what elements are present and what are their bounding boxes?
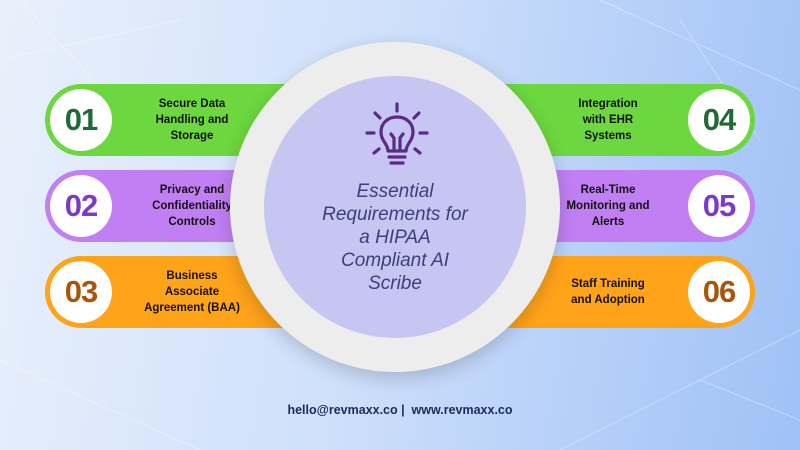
requirement-label-line: Integration <box>578 98 638 110</box>
center-title-line: Essential <box>356 181 434 202</box>
requirement-label-line: Systems <box>584 130 632 142</box>
requirement-label-line: Agreement (BAA) <box>144 302 240 314</box>
requirement-label-line: Handling and <box>155 114 229 126</box>
requirement-label-line: Secure Data <box>158 98 226 110</box>
center-title-line: Compliant AI <box>340 250 450 271</box>
center-title-line: a HIPAA <box>359 227 431 248</box>
center-inner-circle <box>264 76 526 338</box>
requirement-label: Real-Time Monitoring and Alerts <box>553 182 663 230</box>
requirement-label-line: Business <box>166 270 218 282</box>
lightbulb-icon <box>365 102 429 165</box>
footer-separator: | <box>397 403 412 417</box>
requirement-label: Privacy and Confidentiality Controls <box>137 182 247 230</box>
requirement-label: Business Associate Agreement (BAA) <box>137 268 247 316</box>
requirement-label-line: Storage <box>170 130 214 142</box>
requirement-label-line: with EHR <box>582 114 634 126</box>
requirement-label-line: Associate <box>164 286 220 298</box>
requirement-label-line: Staff Training <box>571 278 645 290</box>
center-title-line: Requirements for <box>322 204 468 225</box>
requirement-label-line: and Adoption <box>571 294 645 306</box>
footer-website[interactable]: www.revmaxx.co <box>411 403 513 417</box>
requirement-label-line: Alerts <box>591 216 625 228</box>
requirement-label: Secure Data Handling and Storage <box>137 96 247 144</box>
requirement-label-line: Confidentiality <box>152 200 232 212</box>
requirement-number: 02 <box>50 175 112 237</box>
requirement-label-line: Real-Time <box>580 184 636 196</box>
requirement-label: Integration with EHR Systems <box>553 96 663 144</box>
requirement-number: 06 <box>688 261 750 323</box>
center-title-line: Scribe <box>368 273 422 294</box>
requirement-number: 04 <box>688 89 750 151</box>
requirement-number: 03 <box>50 261 112 323</box>
requirement-number: 01 <box>50 89 112 151</box>
requirement-label: Staff Training and Adoption <box>553 276 663 308</box>
footer-contact: hello@revmaxx.co | www.revmaxx.co <box>0 403 800 417</box>
requirement-label-line: Monitoring and <box>566 200 650 212</box>
requirement-label-line: Privacy and <box>159 184 225 196</box>
footer-email[interactable]: hello@revmaxx.co <box>287 403 398 417</box>
center-title: Essential Requirements for a HIPAA Compl… <box>300 180 490 295</box>
requirement-number: 05 <box>688 175 750 237</box>
requirement-label-line: Controls <box>168 216 216 228</box>
